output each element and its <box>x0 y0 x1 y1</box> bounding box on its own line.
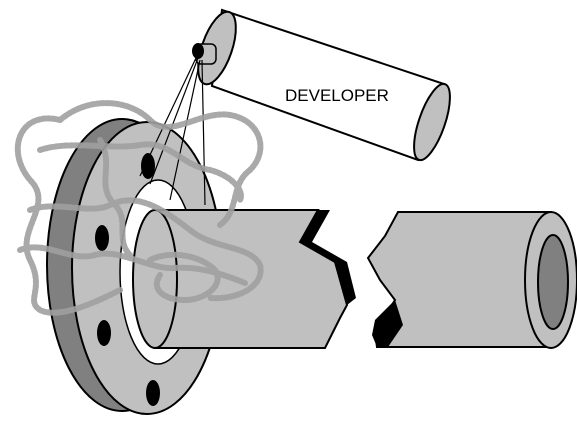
developer-label: DEVELOPER <box>285 86 389 105</box>
pipe-section-right <box>368 212 577 348</box>
spray-nozzle <box>192 43 216 64</box>
bolt-hole <box>97 320 111 346</box>
bolt-hole <box>146 380 160 406</box>
canister-body <box>212 10 444 160</box>
bolt-hole <box>95 225 109 251</box>
pipe-right-bore <box>538 235 568 329</box>
developer-canister: DEVELOPER <box>190 7 457 164</box>
pipe-section-left <box>133 210 356 348</box>
